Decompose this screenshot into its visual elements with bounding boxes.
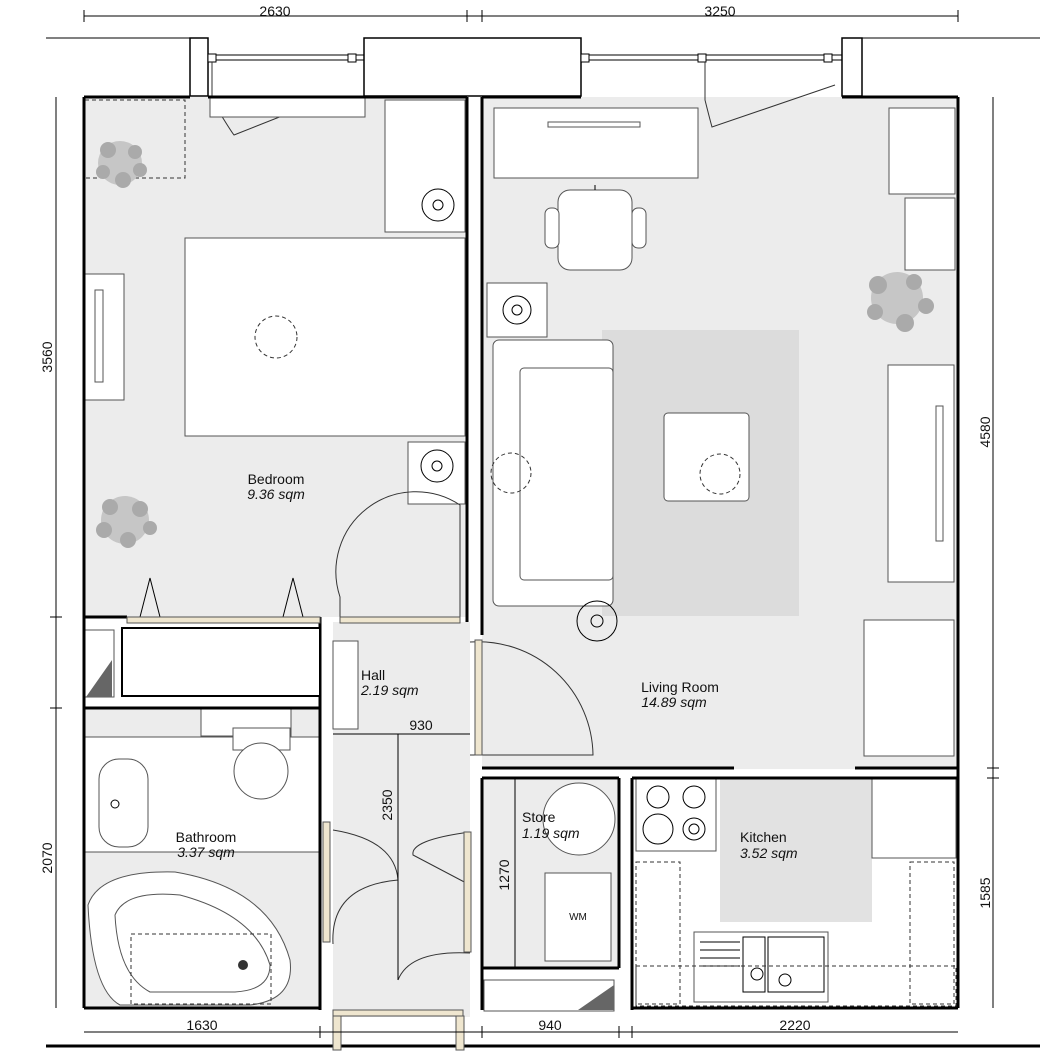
kitchen-floor-grey [720,778,872,922]
room-area-bedroom: 9.36 sqm [247,486,305,502]
sofa [492,339,614,607]
tv-unit [887,364,955,583]
water-heater [542,782,616,856]
washing-machine-label: WM [569,912,587,923]
dim-left-lower: 2070 [39,842,55,873]
room-name-hall: Hall [361,667,385,683]
dim-bottom-mid: 940 [538,1017,562,1033]
store-furniture [83,629,616,1012]
side-table [486,282,548,338]
coffee-table [663,412,750,502]
dim-right-upper: 4580 [977,416,993,447]
shelf-right-1 [888,107,956,195]
dim-store-length: 1270 [496,859,512,890]
bedroom-radiator-side [83,273,125,401]
plant-icon [96,496,157,548]
bathtub [87,871,291,1006]
dim-top-right: 3250 [704,3,735,19]
sink [98,758,149,848]
room-area-living: 14.89 sqm [641,694,707,710]
nightstand [407,441,466,505]
wall-pier-middle [363,37,582,97]
room-name-store: Store [522,809,556,825]
room-area-bathroom: 3.37 sqm [177,844,235,860]
dim-right-lower: 1585 [977,877,993,908]
fridge [871,777,957,859]
room-area-store: 1.19 sqm [522,825,580,841]
dim-left-upper: 3560 [39,341,55,372]
room-name-bedroom: Bedroom [248,471,305,487]
room-name-kitchen: Kitchen [740,829,787,845]
cabinet-right [863,619,955,757]
washing-machine [544,872,612,962]
plant-icon [96,141,147,188]
office-chair [544,185,647,271]
bathroom-furniture [83,707,321,1006]
hall-shelf [332,640,359,730]
kitchen-sink [693,931,829,1003]
wardrobe [384,99,466,233]
kitchen-furniture [635,777,957,1007]
shelf-right-2 [904,197,956,271]
dim-bottom-right: 2220 [779,1017,810,1033]
room-name-bathroom: Bathroom [176,829,237,845]
bed [184,237,466,437]
room-area-kitchen: 3.52 sqm [740,845,798,861]
window-living [580,53,842,128]
hall-furniture [332,491,594,981]
wall-pier-right [841,37,863,97]
room-name-living: Living Room [641,679,719,695]
door-frames [126,616,483,1051]
dimension-lines [50,10,999,1038]
living-furniture [486,107,956,757]
bedroom-radiator [209,96,366,118]
labels: Bedroom 9.36 sqm Living Room 14.89 sqm H… [39,3,993,1033]
dim-top-left: 2630 [259,3,290,19]
walls [46,95,1040,1048]
dim-bottom-left: 1630 [186,1017,217,1033]
room-area-hall: 2.19 sqm [360,682,419,698]
bedroom-furniture [83,96,466,618]
top-facade [46,37,1040,136]
wall-pier-left [189,37,209,97]
toilet [232,727,291,800]
desk [493,107,699,179]
plant-icon [867,272,934,332]
dim-hall-width: 930 [409,717,433,733]
dim-hall-length: 2350 [379,789,395,820]
